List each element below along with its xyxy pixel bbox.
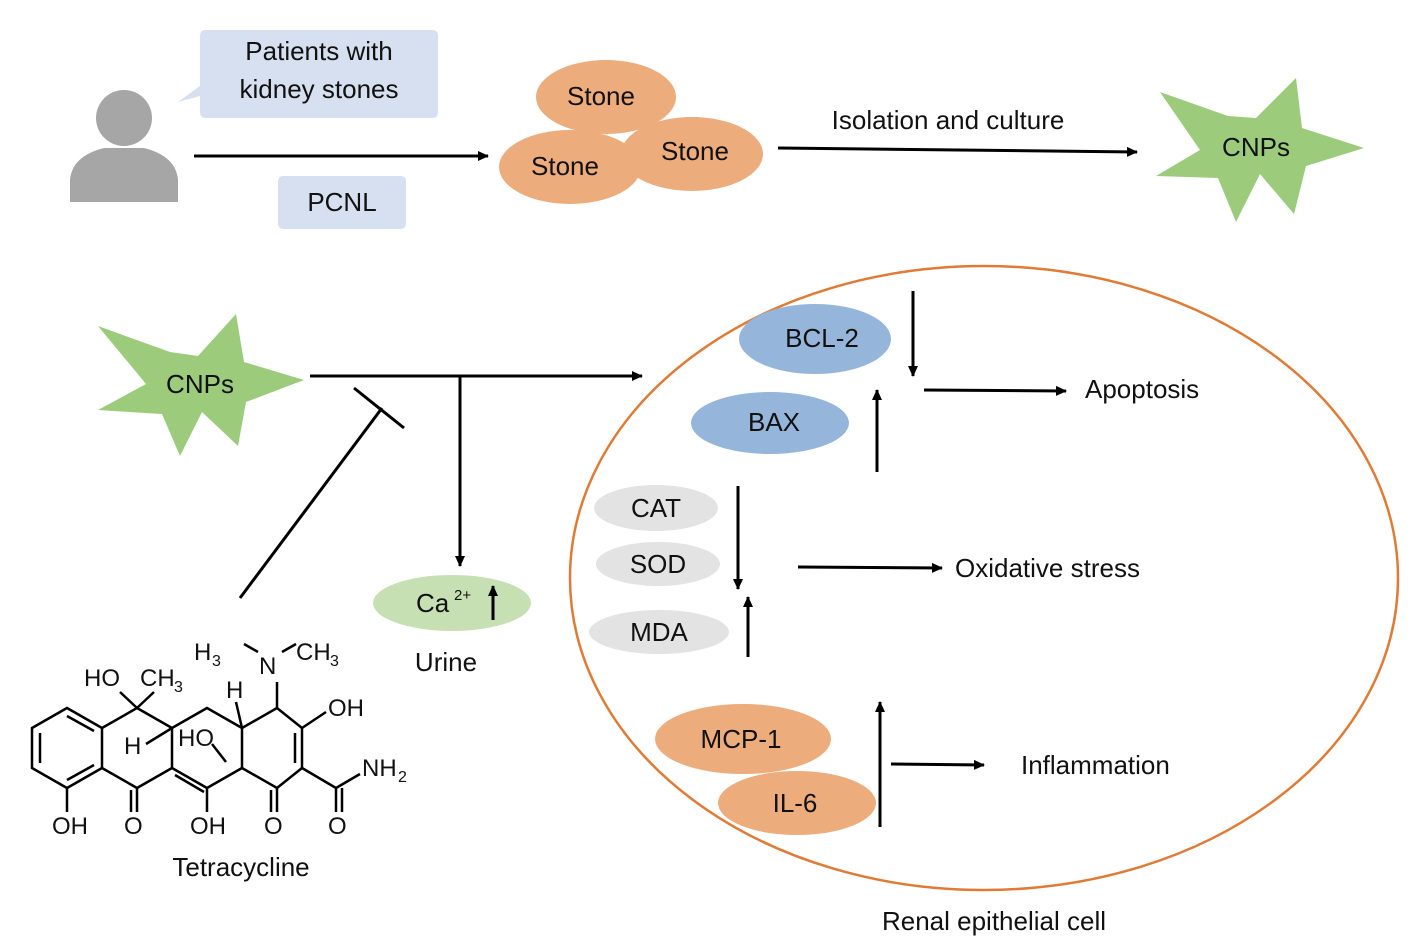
atom-h3c-sub: 3 <box>212 653 221 670</box>
atom-ch3-n: CH <box>296 639 331 666</box>
oxidative-module: CAT SOD MDA Oxidative stress <box>589 485 1140 657</box>
mcp1-label: MCP-1 <box>701 724 782 754</box>
sod-label: SOD <box>630 549 686 579</box>
speech-line-2: kidney stones <box>240 74 399 104</box>
il6-label: IL-6 <box>773 788 818 818</box>
inflammation-label: Inflammation <box>1021 750 1170 780</box>
isolation-arrow <box>777 146 1138 157</box>
sod-marker <box>596 542 720 586</box>
mda-marker <box>589 610 729 654</box>
stone-2-label: Stone <box>661 136 729 166</box>
stone-3 <box>499 130 641 204</box>
oxidative-label: Oxidative stress <box>955 553 1140 583</box>
speech-line-1: Patients with <box>245 36 392 66</box>
tetracycline-atoms: HO CH 3 H 3 O N CH 3 H H HO OH NH 2 OH O… <box>52 639 407 840</box>
oxidative-arrow <box>797 562 943 573</box>
atom-ho-top: HO <box>84 665 120 692</box>
atom-oh-b: OH <box>190 813 226 840</box>
calcium-ion: Ca <box>416 588 450 618</box>
atom-nh2: NH <box>362 755 397 782</box>
atom-ch3-top: CH <box>140 665 175 692</box>
atom-ch3-top-sub: 3 <box>174 679 183 696</box>
mda-label: MDA <box>630 617 688 647</box>
stone-1-label: Stone <box>567 81 635 111</box>
il6-marker <box>718 771 876 835</box>
cat-marker <box>594 485 718 531</box>
bax-marker <box>691 392 849 454</box>
atom-ho-mid: HO <box>178 725 214 752</box>
atom-ch3-n-sub: 3 <box>330 653 339 670</box>
tetracycline-label: Tetracycline <box>172 852 309 882</box>
atom-nh2-sub: 2 <box>398 769 407 786</box>
pcnl-label: PCNL <box>307 187 376 217</box>
urine-calcium: Ca 2+ Urine <box>373 575 531 677</box>
patient-person-icon <box>70 90 178 202</box>
apoptosis-module: BCL-2 BAX Apoptosis <box>691 291 1199 472</box>
atom-o3: O <box>328 813 347 840</box>
patients-speech-bubble: Patients with kidney stones <box>178 30 438 118</box>
stone-1 <box>536 60 676 134</box>
cnps-starburst-top: CNPs <box>1156 78 1364 222</box>
apoptosis-label: Apoptosis <box>1085 374 1199 404</box>
cat-label: CAT <box>631 493 681 523</box>
atom-o2: O <box>264 813 283 840</box>
atom-oh-bl: OH <box>52 813 88 840</box>
pcnl-box: PCNL <box>278 176 406 229</box>
renal-cell-label: Renal epithelial cell <box>882 906 1106 936</box>
stones-cluster: Stone Stone Stone <box>499 60 763 204</box>
cnps-starburst-left: CNPs <box>98 314 304 456</box>
cnps-label-top: CNPs <box>1222 132 1290 162</box>
calcium-charge: 2+ <box>454 587 471 604</box>
atom-oh-right: OH <box>328 695 364 722</box>
atom-h-mid: H <box>226 677 243 704</box>
stone-2 <box>621 117 763 191</box>
atom-o1: O <box>124 813 143 840</box>
atom-h-left: H <box>124 733 141 760</box>
urine-label: Urine <box>415 647 477 677</box>
bcl2-label: BCL-2 <box>785 323 859 353</box>
isolation-label: Isolation and culture <box>832 105 1065 135</box>
tetracycline-inhibition <box>238 386 405 599</box>
apoptosis-arrow <box>923 385 1067 396</box>
renal-cell-outline <box>568 264 1400 892</box>
atom-h3c: H <box>194 639 211 666</box>
tetracycline-structure <box>30 642 361 812</box>
cnps-label-left: CNPs <box>166 369 234 399</box>
stone-3-label: Stone <box>531 151 599 181</box>
inflammation-module: MCP-1 IL-6 Inflammation <box>655 701 1170 835</box>
mcp1-marker <box>655 704 831 774</box>
bcl2-marker <box>739 304 891 374</box>
inflammation-arrow <box>890 759 985 770</box>
atom-n: N <box>259 653 276 680</box>
bax-label: BAX <box>748 407 800 437</box>
